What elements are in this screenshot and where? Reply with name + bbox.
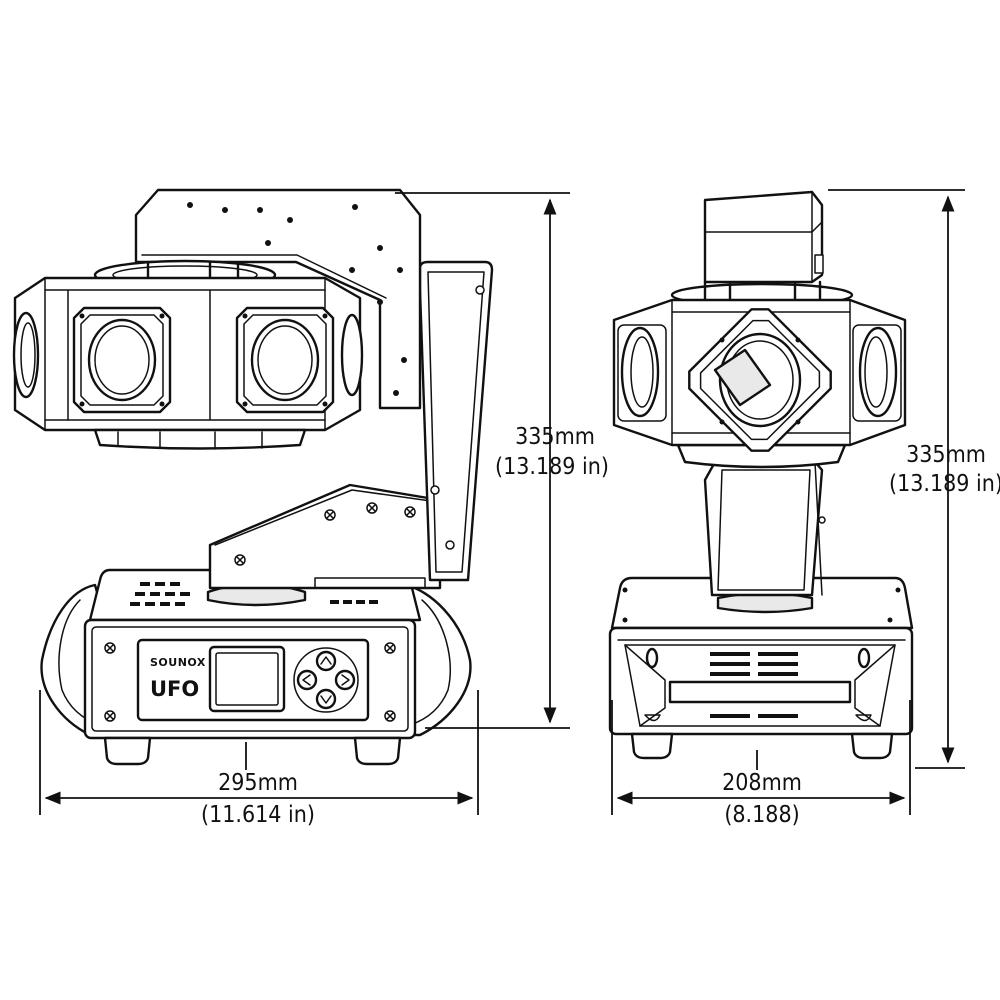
front-height-mm: 335mm: [515, 424, 595, 450]
side-view: [608, 190, 914, 760]
front-side-lens-left: [12, 311, 40, 399]
side-height-in: (13.189 in): [889, 471, 1000, 497]
side-width-in: (8.188): [724, 802, 799, 828]
front-head-plate: [134, 188, 422, 410]
side-foot-right: [850, 732, 894, 760]
side-height-dimension: 335mm (13.189 in): [828, 189, 1000, 769]
side-foot-left: [630, 732, 674, 760]
side-width-mm: 208mm: [722, 770, 802, 796]
side-lens-insert: [713, 348, 772, 407]
front-foot-right: [353, 736, 402, 766]
side-width-dimension: 208mm (8.188): [611, 700, 911, 828]
right-arrow-icon: [334, 669, 356, 691]
plate-rivets: [187, 202, 407, 396]
front-width-in: (11.614 in): [201, 802, 315, 828]
left-arrow-icon: [296, 669, 318, 691]
brand-model: UFO: [150, 677, 199, 701]
side-lens-right: [858, 326, 898, 418]
front-side-lens-right: [340, 313, 364, 397]
side-top-box: [703, 190, 824, 284]
front-width-mm: 295mm: [218, 770, 298, 796]
front-foot-left: [103, 736, 152, 766]
front-bottom-ring: [93, 428, 307, 450]
front-view: SOUNOX UFO: [12, 188, 494, 766]
front-height-dimension: 335mm (13.189 in): [395, 192, 609, 729]
front-lens-right: [235, 306, 335, 414]
front-lens-left: [72, 306, 172, 414]
down-arrow-icon: [315, 688, 337, 710]
up-arrow-icon: [315, 650, 337, 672]
front-yoke-slot: [314, 577, 426, 589]
side-head-collar: [676, 443, 847, 469]
side-height-mm: 335mm: [906, 442, 986, 468]
front-height-in: (13.189 in): [495, 454, 609, 480]
lcd-screen: [208, 645, 286, 713]
front-right-handle: [403, 583, 472, 737]
front-yoke-upright: [418, 260, 494, 582]
side-base-vents: [710, 652, 798, 718]
brand-maker: SOUNOX: [150, 656, 206, 669]
d-pad: [293, 647, 359, 713]
side-base-handle: [668, 680, 852, 704]
front-width-dimension: 295mm (11.614 in): [39, 690, 479, 828]
front-base-vents: [130, 582, 378, 606]
side-lens-left: [620, 326, 660, 418]
